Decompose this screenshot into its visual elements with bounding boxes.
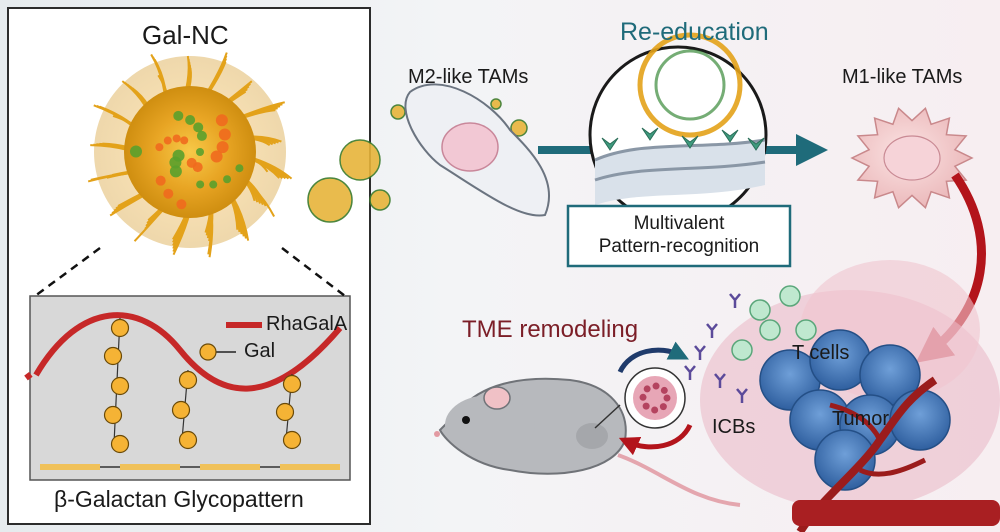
gal-unit (275, 402, 295, 422)
gal-unit (178, 370, 198, 390)
gal-nc-nanocluster (87, 52, 293, 258)
tumor-microenvironment (684, 260, 1000, 532)
m2-macrophage (404, 83, 551, 217)
m1-label: M1-like TAMs (842, 66, 963, 88)
mechanism-line-2: Pattern-recognition (598, 236, 760, 257)
small-nanocluster (510, 119, 528, 137)
tcell (731, 339, 753, 361)
mouse (434, 377, 741, 507)
tumor-label: Tumor (832, 408, 890, 430)
reeducation-label: Re-education (620, 18, 769, 46)
gal-unit (110, 376, 130, 396)
glycopattern-caption: β-Galactan Glycopattern (54, 486, 304, 512)
tcell (749, 299, 771, 321)
gal-unit (282, 374, 302, 394)
tcells-label: T cells (792, 342, 850, 364)
m2-label: M2-like TAMs (408, 66, 529, 88)
small-nanocluster (307, 177, 353, 223)
magnified-interaction (588, 32, 768, 225)
panel-title: Gal-NC (142, 20, 229, 50)
gal-unit (171, 400, 191, 420)
gal-unit (103, 405, 123, 425)
glycopattern-inset (24, 312, 343, 470)
tcell (795, 319, 817, 341)
gal-unit (282, 430, 302, 450)
m1-macrophage (850, 106, 974, 210)
legend-sugar-label: Gal (244, 340, 276, 362)
mechanism-line-1: Multivalent (633, 213, 725, 234)
gal-unit (178, 430, 198, 450)
remodeling-cycle (617, 341, 693, 456)
icbs-label: ICBs (712, 416, 756, 438)
tcell (779, 285, 801, 307)
gal-unit (110, 318, 130, 338)
tcell (759, 319, 781, 341)
small-nanocluster (390, 104, 406, 120)
legend-backbone-label: RhaGalA (266, 313, 348, 335)
tumor-cell (814, 429, 876, 491)
small-nanocluster (369, 189, 391, 211)
tme-label: TME remodeling (462, 316, 639, 343)
small-nanocluster (490, 98, 502, 110)
gal-unit (110, 434, 130, 454)
gal-unit (103, 346, 123, 366)
mechanism-box: Multivalent Pattern-recognition (568, 212, 790, 258)
small-nanocluster (339, 139, 381, 181)
